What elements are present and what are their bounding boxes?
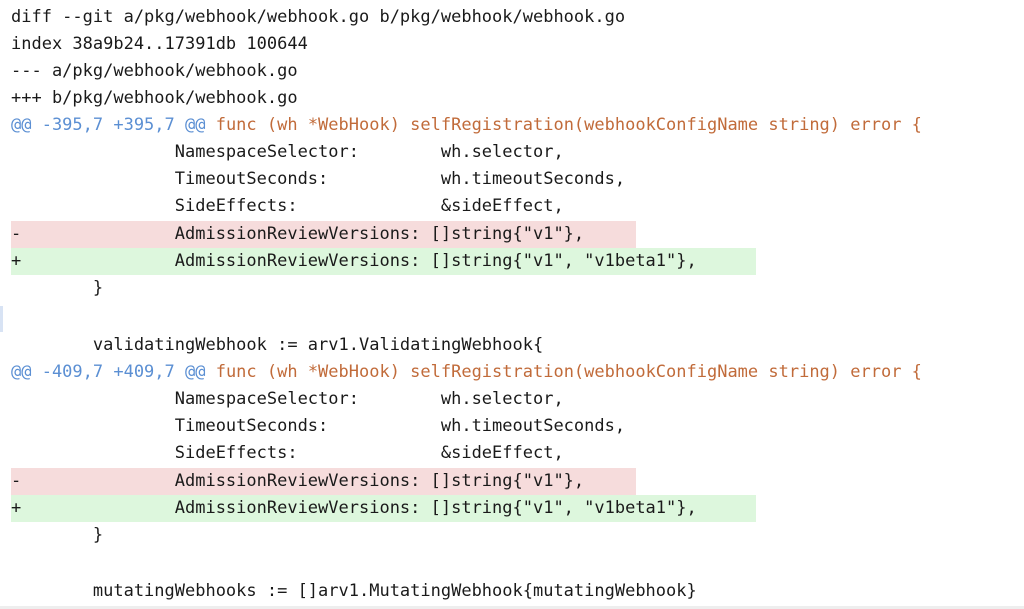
- added-line: + AdmissionReviewVersions: []string{"v1"…: [0, 248, 1024, 275]
- context-line: TimeoutSeconds: wh.timeoutSeconds,: [11, 416, 626, 436]
- added-line-text: + AdmissionReviewVersions: []string{"v1"…: [11, 248, 756, 275]
- context-line: TimeoutSeconds: wh.timeoutSeconds,: [11, 169, 626, 189]
- context-line: mutatingWebhooks := []arv1.MutatingWebho…: [11, 581, 697, 601]
- context-line: NamespaceSelector: wh.selector,: [11, 142, 564, 162]
- context-line: }: [11, 525, 104, 545]
- context-line: }: [11, 278, 104, 298]
- added-line-text: + AdmissionReviewVersions: []string{"v1"…: [11, 495, 756, 522]
- hunk-header: @@ -409,7 +409,7 @@ func (wh *WebHook) s…: [0, 359, 1024, 386]
- context-line: SideEffects: &sideEffect,: [11, 443, 564, 463]
- blank-line: [0, 302, 1024, 329]
- hunk-context: func (wh *WebHook) selfRegistration(webh…: [205, 115, 922, 135]
- hunk-range: @@ -409,7 +409,7 @@: [11, 362, 206, 382]
- old-file-line: --- a/pkg/webhook/webhook.go: [11, 61, 298, 81]
- deleted-line: - AdmissionReviewVersions: []string{"v1"…: [0, 468, 1024, 495]
- context-line: NamespaceSelector: wh.selector,: [11, 389, 564, 409]
- deleted-line: - AdmissionReviewVersions: []string{"v1"…: [0, 221, 1024, 248]
- context-line: SideEffects: &sideEffect,: [11, 196, 564, 216]
- new-file-line: +++ b/pkg/webhook/webhook.go: [11, 88, 298, 108]
- index-line: index 38a9b24..17391db 100644: [11, 34, 308, 54]
- added-line: + AdmissionReviewVersions: []string{"v1"…: [0, 495, 1024, 522]
- context-line: validatingWebhook := arv1.ValidatingWebh…: [11, 335, 544, 355]
- diff-header-line: diff --git a/pkg/webhook/webhook.go b/pk…: [11, 7, 626, 27]
- hunk-context: func (wh *WebHook) selfRegistration(webh…: [205, 362, 922, 382]
- blank-line: [0, 549, 1024, 576]
- deleted-line-text: - AdmissionReviewVersions: []string{"v1"…: [11, 468, 636, 495]
- deleted-line-text: - AdmissionReviewVersions: []string{"v1"…: [11, 221, 636, 248]
- caret-marker: [0, 306, 3, 332]
- hunk-range: @@ -395,7 +395,7 @@: [11, 115, 206, 135]
- bottom-divider: [0, 606, 1024, 609]
- hunk-header: @@ -395,7 +395,7 @@ func (wh *WebHook) s…: [0, 112, 1024, 139]
